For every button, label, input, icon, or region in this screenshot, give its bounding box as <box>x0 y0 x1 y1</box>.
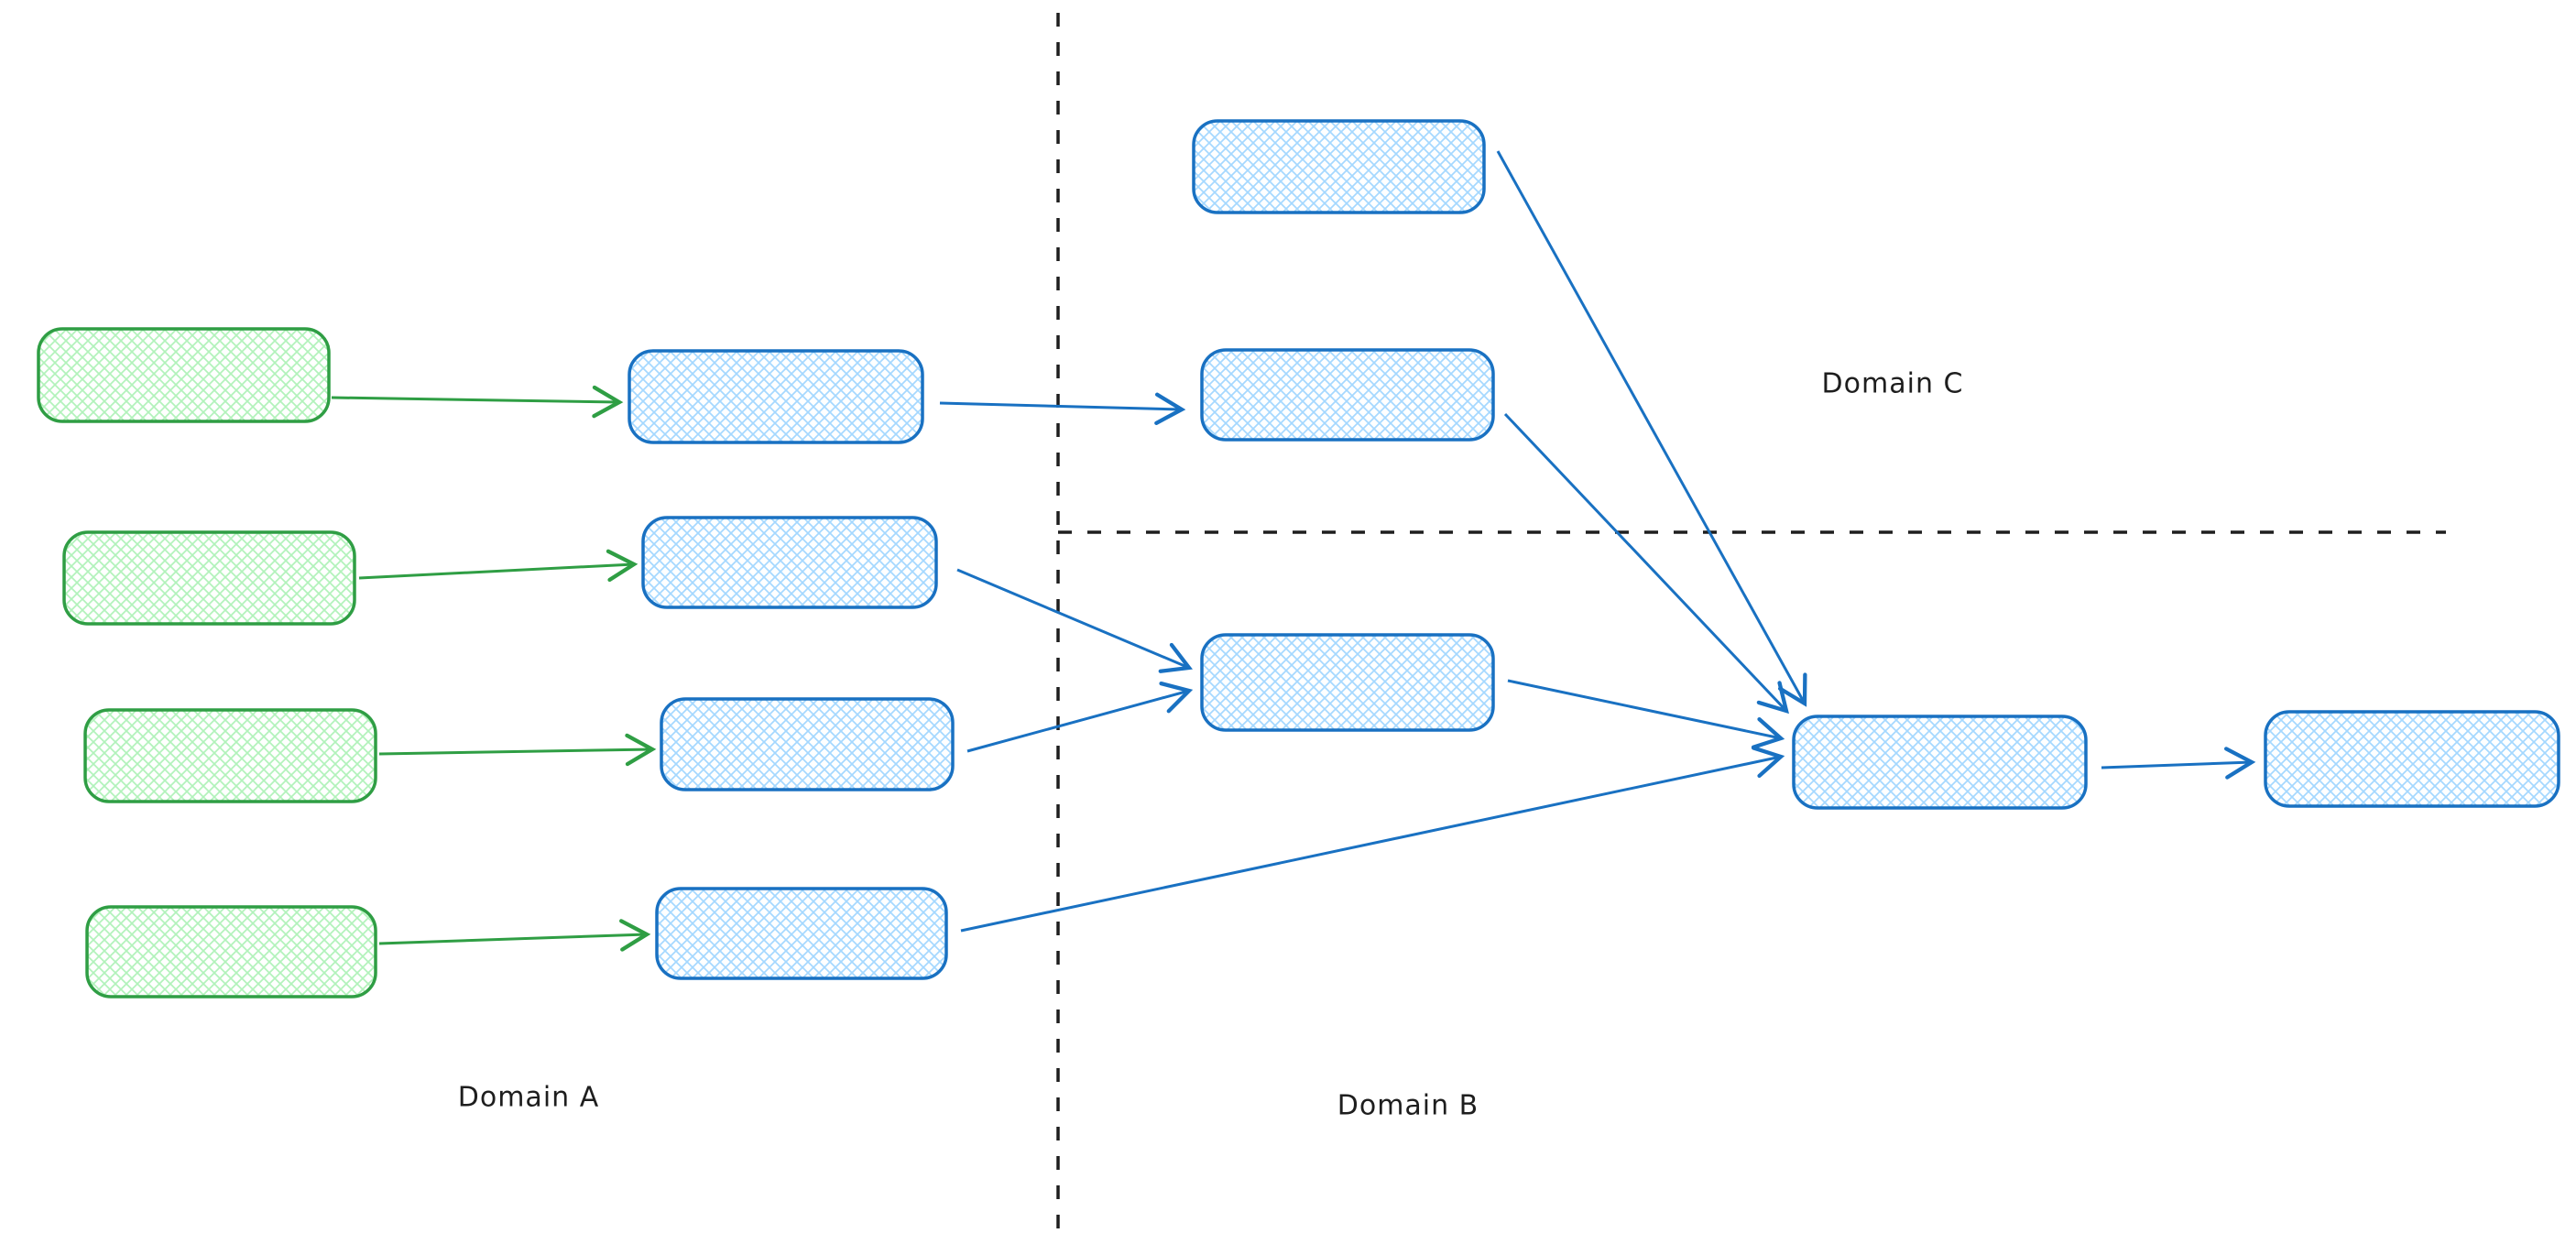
node-a-input-4[interactable] <box>85 905 377 999</box>
arrow-a-stage-4-to-b-merge-2[interactable] <box>960 746 1785 933</box>
node-a-stage-4[interactable] <box>655 887 948 980</box>
domain-a-label: Domain A <box>457 1081 600 1114</box>
arrow-a-stage-3-to-b-merge-1[interactable] <box>966 681 1194 753</box>
node-b-merge-2[interactable] <box>1792 715 2088 810</box>
node-a-stage-2[interactable] <box>641 516 938 609</box>
arrow-a-input-4-to-a-stage-4[interactable] <box>378 919 651 952</box>
node-a-stage-1[interactable] <box>628 349 924 444</box>
node-a-input-3[interactable] <box>83 708 377 803</box>
arrow-a-input-2-to-a-stage-2[interactable] <box>358 549 639 583</box>
arrow-c-upper-to-b-merge-2[interactable] <box>1496 150 1807 707</box>
node-b-merge-1[interactable] <box>1200 633 1495 732</box>
node-a-input-2[interactable] <box>62 530 356 626</box>
arrow-c-lower-to-b-merge-2[interactable] <box>1503 412 1789 715</box>
node-c-upper[interactable] <box>1192 119 1486 214</box>
arrow-a-input-3-to-a-stage-3[interactable] <box>378 733 657 767</box>
domain-c-label: Domain C <box>1821 367 1964 400</box>
node-a-input-1[interactable] <box>37 327 331 423</box>
arrow-a-stage-1-to-c-lower[interactable] <box>939 392 1186 426</box>
node-c-lower[interactable] <box>1200 348 1495 442</box>
arrow-a-input-1-to-a-stage-1[interactable] <box>331 385 624 419</box>
arrow-b-merge-2-to-b-output[interactable] <box>2101 747 2256 780</box>
node-b-output[interactable] <box>2264 710 2560 808</box>
node-a-stage-3[interactable] <box>660 697 955 791</box>
domain-b-label: Domain B <box>1337 1089 1479 1122</box>
arrow-b-merge-1-to-b-merge-2[interactable] <box>1507 679 1785 749</box>
arrow-a-stage-2-to-b-merge-1[interactable] <box>956 568 1193 673</box>
